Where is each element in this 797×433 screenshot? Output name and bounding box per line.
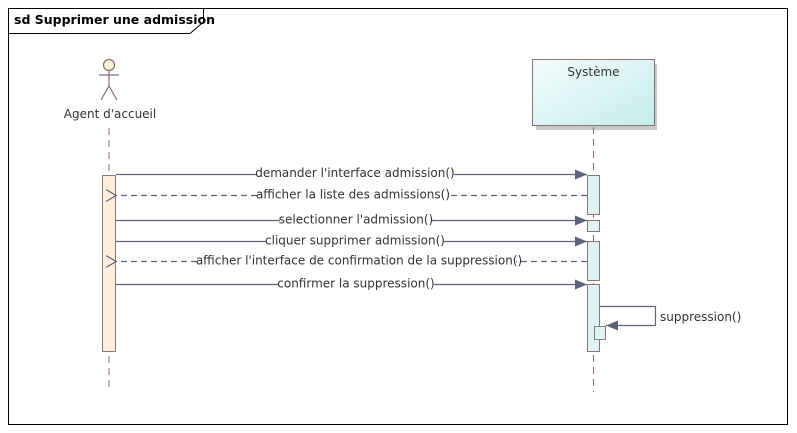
message-label: afficher l'interface de confirmation de … xyxy=(196,254,522,268)
frame-title: sd Supprimer une admission xyxy=(14,12,215,27)
system-box xyxy=(532,59,655,126)
actor-activation xyxy=(102,175,116,352)
message-afficher-confirmation: afficher l'interface de confirmation de … xyxy=(116,252,587,268)
message-label: demander l'interface admission() xyxy=(255,166,455,180)
system-activation xyxy=(587,220,600,232)
self-call-activation xyxy=(594,326,606,340)
frame-title-tab xyxy=(8,8,204,34)
system-activation xyxy=(587,241,600,281)
stick-figure-icon xyxy=(99,58,119,101)
message-label: suppression() xyxy=(660,310,741,324)
system-label: Système xyxy=(567,65,619,79)
message-afficher-liste: afficher la liste des admissions() xyxy=(116,186,587,202)
message-label: selectionner l'admission() xyxy=(279,213,433,227)
message-label: afficher la liste des admissions() xyxy=(256,188,450,202)
message-confirmer-suppression: confirmer la suppression() xyxy=(116,275,587,291)
message-selectionner: selectionner l'admission() xyxy=(116,211,587,227)
message-cliquer-supprimer: cliquer supprimer admission() xyxy=(116,232,587,248)
system-activation xyxy=(587,175,600,215)
actor-label: Agent d'accueil xyxy=(64,107,156,121)
message-label: cliquer supprimer admission() xyxy=(265,234,445,248)
system-activation xyxy=(587,284,600,352)
message-demander-interface: demander l'interface admission() xyxy=(116,165,587,180)
message-self-suppression: suppression() xyxy=(600,305,741,331)
message-label: confirmer la suppression() xyxy=(277,277,434,291)
